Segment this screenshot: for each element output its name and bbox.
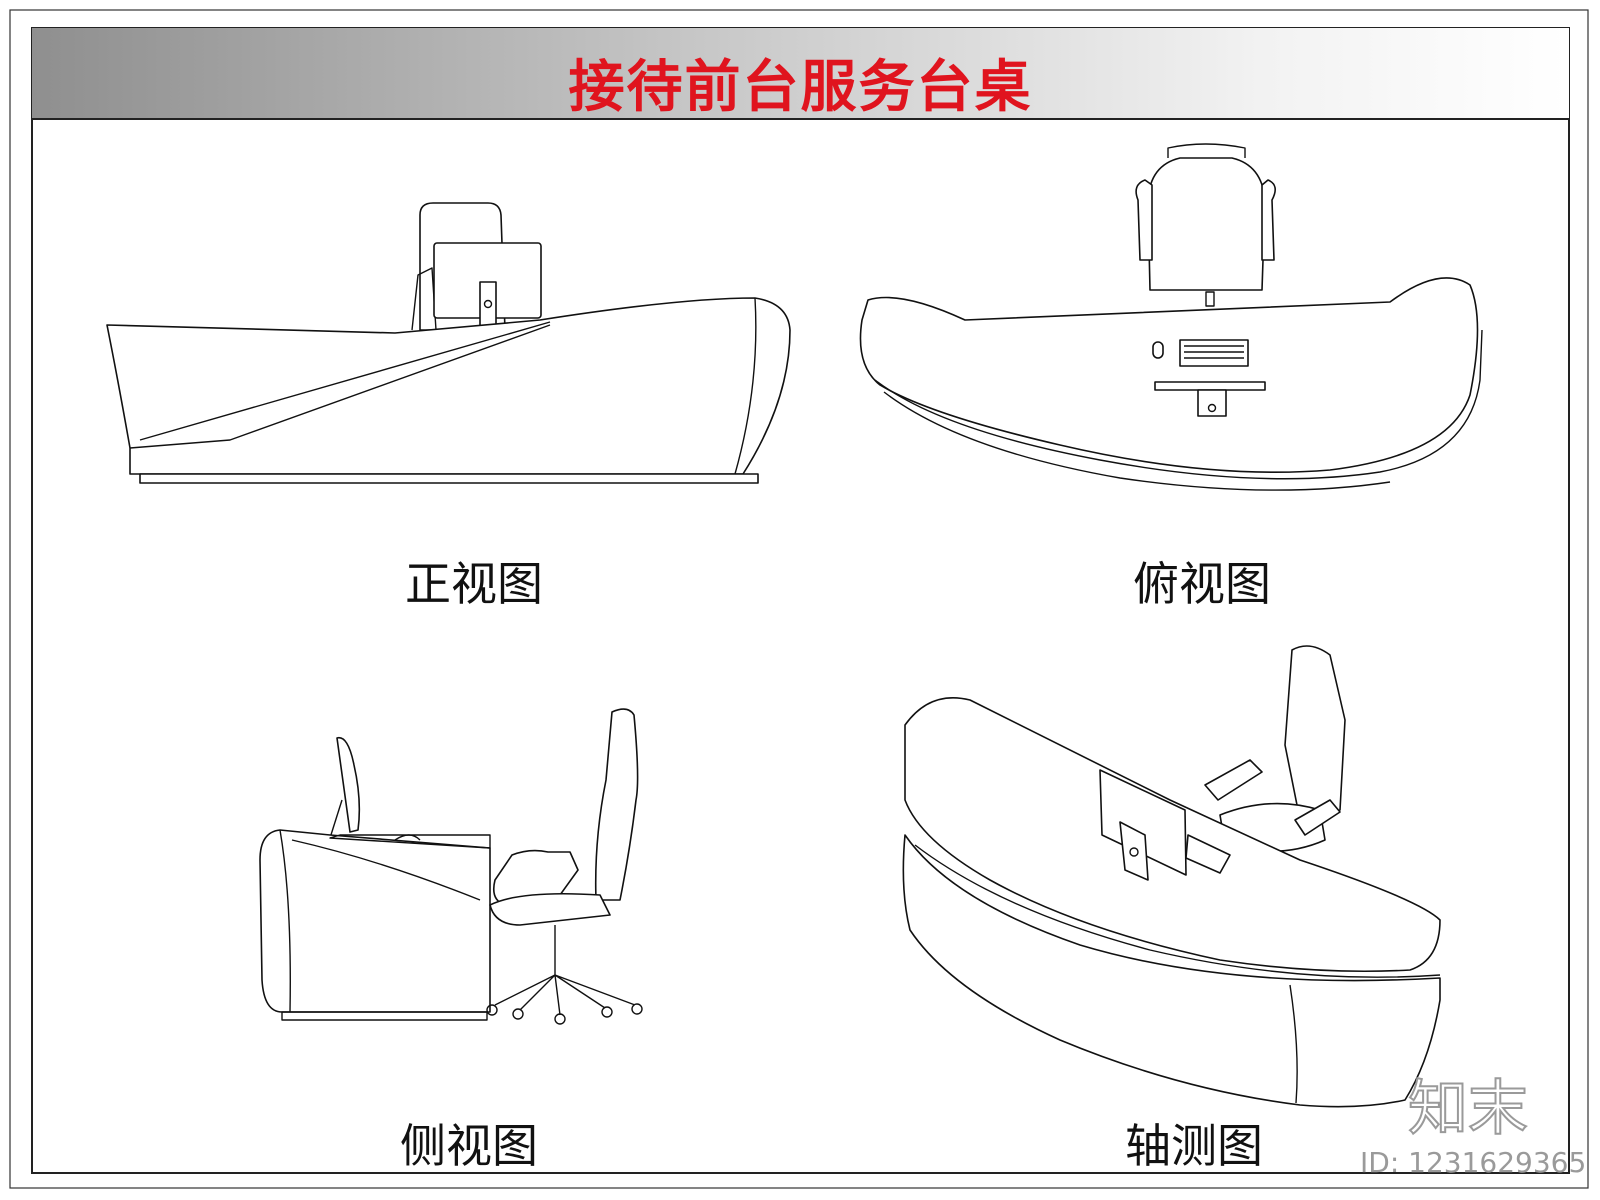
- axonometric-view-drawing: [902, 645, 1441, 1108]
- side-chair-back: [594, 708, 639, 901]
- front-desk-edge: [734, 297, 757, 475]
- axo-desk-band: [914, 844, 1441, 978]
- front-monitor-stand: [479, 281, 497, 331]
- side-monitor-arm: [329, 799, 343, 839]
- axo-keyboard: [1185, 834, 1231, 874]
- side-caster-5: [631, 1003, 643, 1015]
- brand-watermark: 知末: [1407, 1073, 1529, 1145]
- axo-monitor-stand: [1119, 821, 1149, 881]
- side-mouse: [394, 834, 421, 841]
- front-desk-slope: [139, 321, 551, 441]
- front-view-label: 正视图: [405, 557, 543, 611]
- front-desk-body: [106, 297, 791, 475]
- outer-frame: [9, 9, 1589, 1189]
- front-view-drawing: [106, 202, 791, 484]
- front-desk-slope-2: [129, 324, 551, 449]
- side-caster-2: [512, 1008, 524, 1020]
- side-desk-curve: [291, 839, 481, 901]
- axonometric-view-label: 轴测图: [1125, 1119, 1263, 1173]
- axo-monitor: [1099, 769, 1187, 876]
- axo-desk-body: [902, 834, 1441, 1108]
- top-monitor-hole: [1207, 403, 1217, 413]
- side-caster-4: [601, 1006, 613, 1018]
- top-chair-post: [1205, 291, 1215, 307]
- title-band: 接待前台服务台桌: [32, 28, 1569, 120]
- image-id-watermark: ID: 1231629365: [1360, 1146, 1587, 1179]
- top-chair-headrest: [1167, 143, 1246, 158]
- side-chair-base: [494, 974, 636, 1016]
- side-caster-3: [554, 1013, 566, 1025]
- top-monitor-stand: [1197, 389, 1227, 417]
- side-desk-body: [259, 829, 491, 1013]
- axo-desk-edge: [1289, 984, 1298, 1104]
- axo-chair-back: [1284, 645, 1346, 821]
- top-view-drawing: [859, 143, 1483, 491]
- side-chair-seat: [489, 892, 611, 926]
- top-view-label: 俯视图: [1133, 557, 1271, 611]
- top-chair-arm-right: [1261, 179, 1276, 261]
- front-desk-plinth: [139, 473, 759, 484]
- top-keyboard-keys: [1184, 345, 1244, 359]
- top-desk-plinth-edge: [883, 391, 1391, 491]
- side-caster-1: [486, 1004, 498, 1016]
- top-desk-surface: [859, 277, 1479, 474]
- top-chair-seat: [1147, 157, 1266, 291]
- side-desk-top: [329, 834, 491, 849]
- axo-chair-arm-left: [1204, 759, 1263, 801]
- side-chair-arm: [492, 849, 579, 906]
- top-monitor: [1154, 381, 1266, 391]
- side-view-label: 侧视图: [400, 1119, 538, 1173]
- side-desk-plinth: [281, 1011, 488, 1021]
- axo-monitor-hole: [1129, 847, 1139, 857]
- front-monitor-hole: [483, 299, 493, 309]
- top-mouse: [1152, 341, 1164, 359]
- side-desk-front: [279, 829, 291, 1013]
- top-desk-lower-edge: [874, 329, 1483, 480]
- side-view-drawing: [259, 708, 643, 1025]
- page-title: 接待前台服务台桌: [568, 55, 1033, 120]
- top-keyboard: [1179, 339, 1249, 367]
- axo-chair-arm-right: [1294, 799, 1341, 836]
- side-monitor: [336, 736, 361, 833]
- top-chair-arm-left: [1135, 179, 1153, 261]
